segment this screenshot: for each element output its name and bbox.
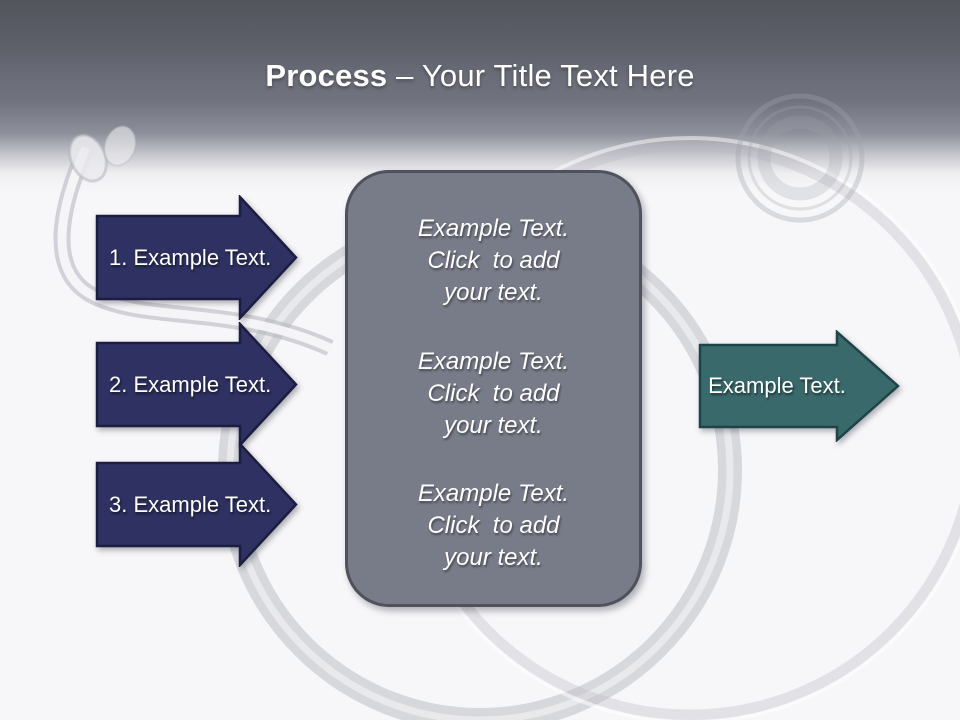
title-subtitle: – Your Title Text Here	[387, 58, 695, 93]
result-arrow: Example Text.	[698, 330, 900, 442]
title-keyword: Process	[265, 58, 388, 93]
step-arrow-shape	[95, 195, 298, 320]
process-step-1-arrow: 1. Example Text.	[95, 195, 298, 320]
result-arrow-label: Example Text.	[708, 373, 846, 398]
description-text-3: Example Text. Click to add your text.	[417, 480, 570, 571]
process-step-2-arrow: 2. Example Text.	[95, 322, 298, 447]
step-arrow-shape	[95, 322, 298, 447]
process-step-3-arrow: 3. Example Text.	[95, 442, 298, 567]
description-text-2: Example Text. Click to add your text.	[417, 347, 570, 439]
slide-title: Process – Your Title Text Here	[0, 52, 960, 100]
process-step-1-label: 1. Example Text.	[109, 245, 272, 270]
process-step-3-label: 3. Example Text.	[109, 492, 272, 517]
process-step-2-label: 2. Example Text.	[109, 372, 272, 397]
description-box: Example Text. Click to add your text. Ex…	[345, 170, 642, 607]
result-arrow-shape	[698, 330, 900, 442]
description-text-1: Example Text. Click to add your text.	[417, 215, 570, 306]
step-arrow-shape	[95, 442, 298, 567]
